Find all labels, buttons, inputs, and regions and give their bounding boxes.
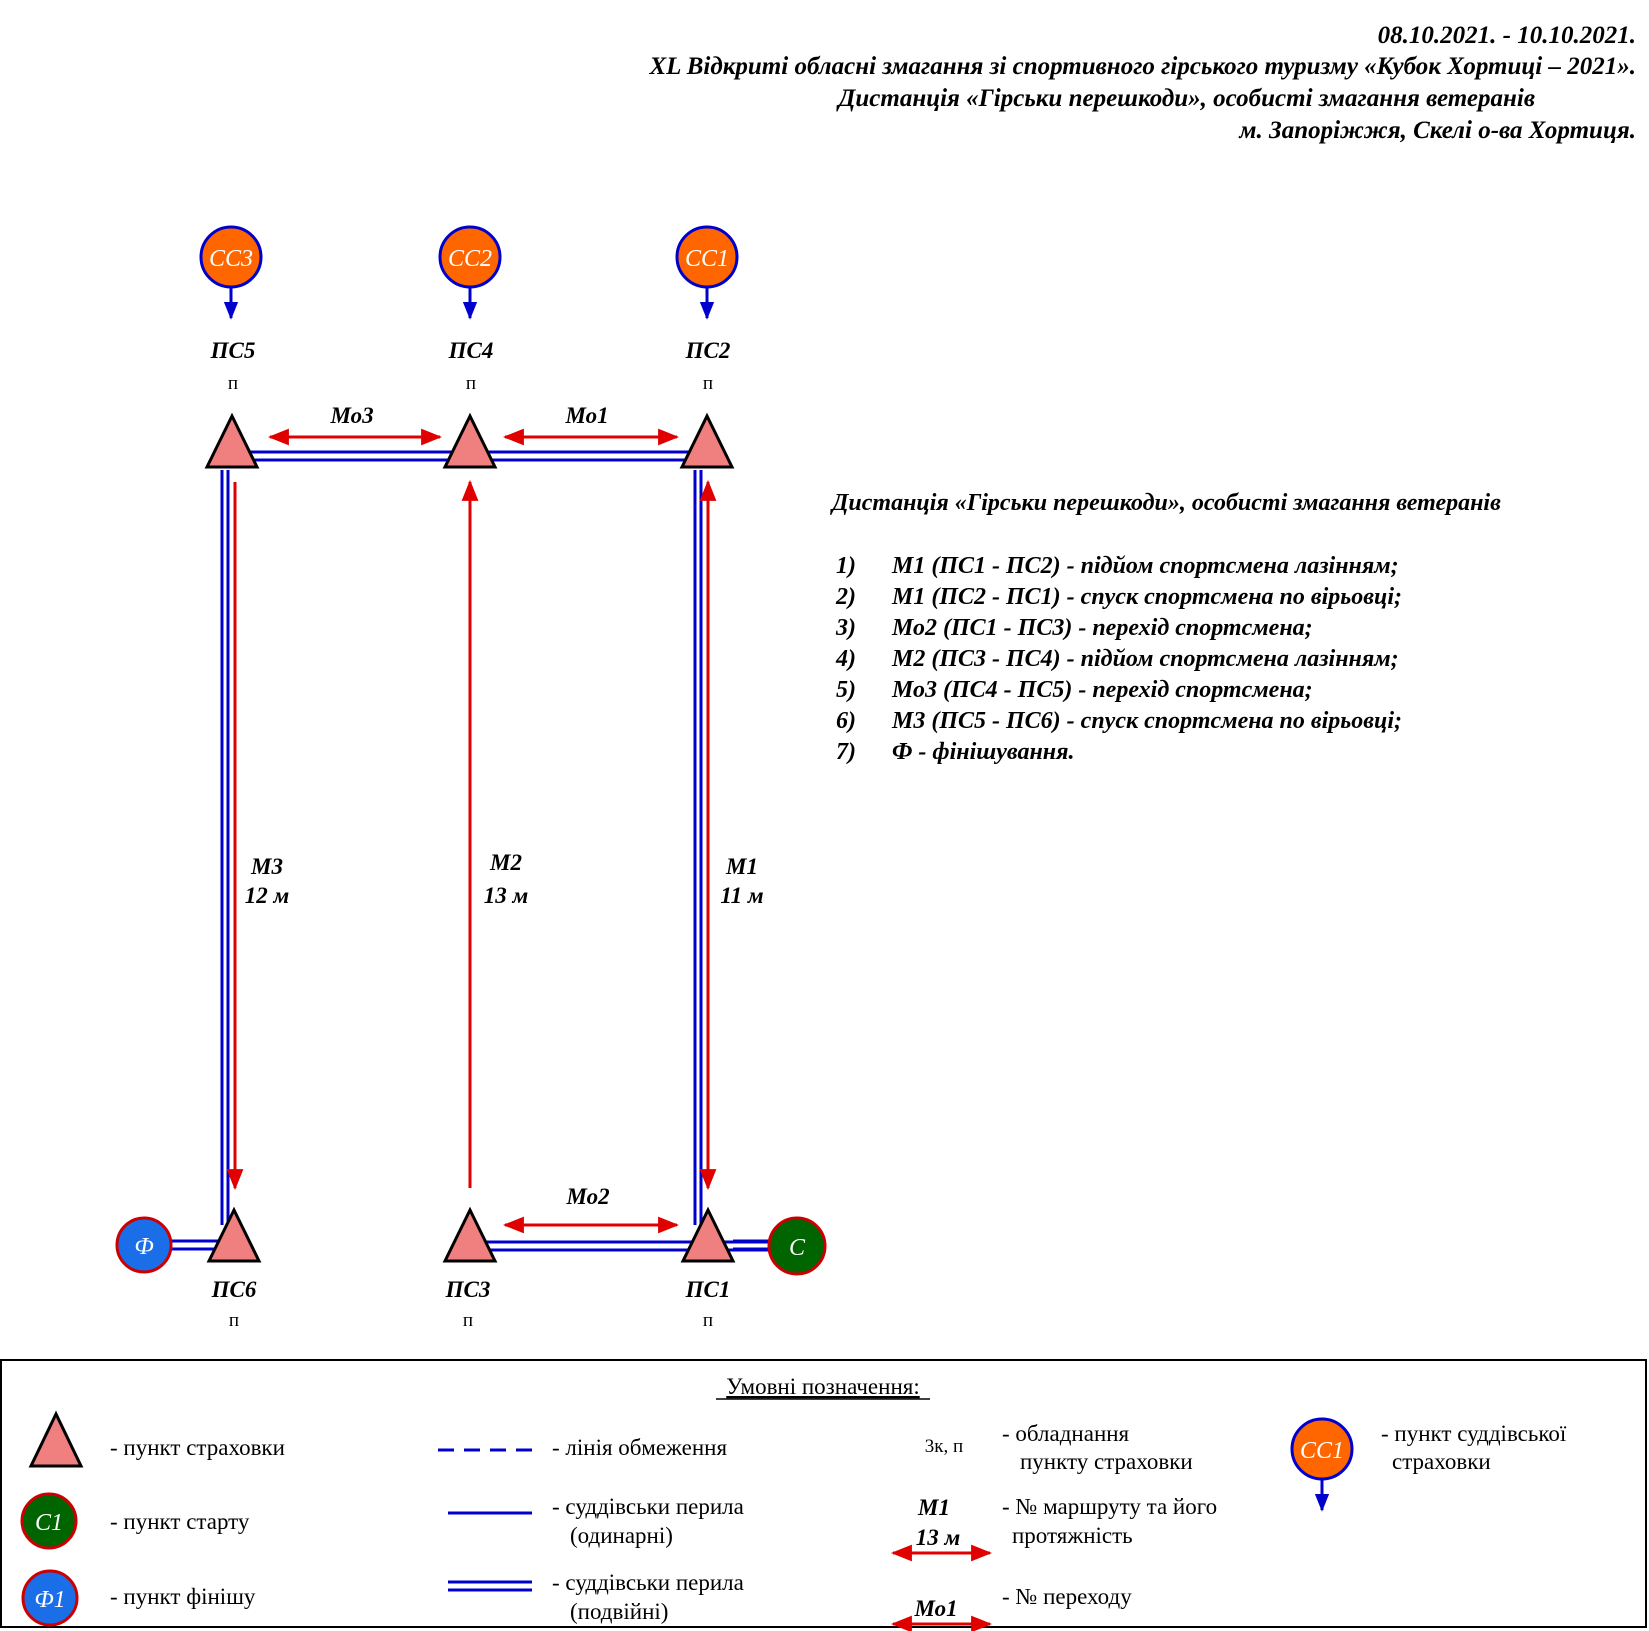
- legend-title: Умовні позначення:: [726, 1374, 919, 1399]
- judge-point-cc1: СС1: [675, 225, 739, 320]
- header-location: м. Запоріжжя, Скелі о-ва Хортиця.: [1238, 117, 1636, 144]
- legend-belay-label: - пункт страховки: [110, 1435, 285, 1460]
- legend-judge-label-2: страховки: [1392, 1449, 1491, 1474]
- legend-equip-label-1: - обладнання: [1002, 1421, 1130, 1446]
- belay-point-ps1: [680, 1206, 736, 1263]
- legend-route-label-2: протяжність: [1012, 1523, 1133, 1548]
- crossing-mo1-label: Мо1: [564, 403, 608, 428]
- description-item-num: 2): [835, 584, 856, 610]
- legend-crossing-label: - № переходу: [1002, 1584, 1132, 1609]
- description-item-text: М1 (ПС2 - ПС1) - спуск спортсмена по вір…: [891, 584, 1402, 610]
- legend-box: [0, 1359, 1647, 1628]
- station-ps4-equip: п: [466, 373, 476, 394]
- start-point: С: [733, 1216, 827, 1276]
- description-item-text: Мо2 (ПС1 - ПС3) - перехід спортсмена;: [891, 615, 1313, 641]
- legend-equip-label-2: пункту страховки: [1020, 1449, 1193, 1474]
- legend-restriction-label: - лінія обмеження: [552, 1435, 727, 1460]
- station-ps3-equip: п: [463, 1310, 473, 1331]
- legend-judge-symbol: СС1: [1290, 1417, 1354, 1512]
- rail-left-vertical: [220, 470, 230, 1225]
- legend-double-rail: [448, 1580, 532, 1592]
- legend-start-symbol: С1: [20, 1492, 78, 1550]
- description-item-num: 6): [836, 708, 856, 734]
- description-item-num: 4): [835, 646, 856, 672]
- station-ps6-label: ПС6: [211, 1277, 257, 1302]
- legend-start-label: - пункт старту: [110, 1509, 250, 1534]
- legend-single-rail-label-2: (одинарні): [570, 1523, 673, 1548]
- legend-route-sample-length: 13 м: [916, 1525, 961, 1550]
- svg-text:Ф1: Ф1: [34, 1587, 65, 1613]
- route-m3-length: 12 м: [245, 883, 290, 908]
- belay-point-ps2: [679, 412, 735, 469]
- rail-right-vertical: [693, 470, 703, 1225]
- description-item-num: 3): [835, 615, 856, 641]
- belay-point-ps6: [206, 1206, 262, 1263]
- route-m3-name: М3: [250, 854, 283, 879]
- station-ps1-equip: п: [703, 1310, 713, 1331]
- belay-point-ps5: [204, 412, 260, 469]
- crossing-mo2-label: Мо2: [565, 1184, 609, 1209]
- station-ps4-label: ПС4: [448, 338, 494, 363]
- svg-text:СС3: СС3: [209, 246, 253, 272]
- station-ps5-equip: п: [228, 373, 238, 394]
- legend-belay-triangle: [28, 1410, 84, 1468]
- station-ps5-label: ПС5: [210, 338, 256, 363]
- route-m1-name: М1: [725, 854, 758, 879]
- description-item-text: Мо3 (ПС4 - ПС5) - перехід спортсмена;: [891, 677, 1313, 703]
- legend-finish-label: - пункт фінішу: [110, 1584, 256, 1609]
- header-distance: Дистанція «Гірськи перешкоди», особисті …: [836, 85, 1535, 112]
- legend-crossing-sample: Мо1: [913, 1596, 957, 1621]
- description-item-num: 5): [836, 677, 856, 703]
- route-m1-length: 11 м: [720, 883, 763, 908]
- description-title: Дистанція «Гірськи перешкоди», особисті …: [830, 490, 1501, 516]
- svg-text:С: С: [789, 1235, 806, 1261]
- legend-double-rail-label-1: - суддівськи перила: [552, 1570, 744, 1595]
- belay-point-ps3: [442, 1206, 498, 1263]
- legend-route-label-1: - № маршруту та його: [1002, 1494, 1217, 1519]
- svg-text:СС1: СС1: [1300, 1438, 1344, 1464]
- description-item-text: М1 (ПС1 - ПС2) - підйом спортсмена лазін…: [891, 553, 1399, 579]
- station-ps2-equip: п: [703, 373, 713, 394]
- station-ps1-label: ПС1: [685, 1277, 731, 1302]
- header-competition: XL Відкриті обласні змагання зі спортивн…: [648, 53, 1636, 80]
- belay-point-ps4: [442, 412, 498, 469]
- judge-point-cc2: СС2: [438, 225, 502, 320]
- route-m2-name: М2: [489, 850, 522, 875]
- route-m2-length: 13 м: [484, 883, 529, 908]
- description-item-text: М3 (ПС5 - ПС6) - спуск спортсмена по вір…: [891, 708, 1402, 734]
- description-item-num: 1): [836, 553, 856, 579]
- svg-text:Ф: Ф: [134, 1234, 153, 1260]
- finish-point: Ф: [115, 1216, 173, 1274]
- legend-judge-label-1: - пункт суддівської: [1381, 1421, 1567, 1446]
- legend-equip-sample: 3к, п: [925, 1436, 963, 1457]
- svg-text:СС1: СС1: [685, 246, 729, 272]
- header-dates: 08.10.2021. - 10.10.2021.: [1378, 22, 1636, 49]
- crossing-mo3-label: Мо3: [329, 403, 373, 428]
- svg-text:СС2: СС2: [448, 246, 492, 272]
- station-ps3-label: ПС3: [445, 1277, 491, 1302]
- legend-single-rail-label-1: - суддівськи перила: [552, 1494, 744, 1519]
- svg-text:С1: С1: [35, 1510, 63, 1536]
- description-item-text: М2 (ПС3 - ПС4) - підйом спортсмена лазін…: [891, 646, 1399, 672]
- station-ps6-equip: п: [229, 1310, 239, 1331]
- legend-finish-symbol: Ф1: [21, 1569, 79, 1627]
- description-item-text: Ф - фінішування.: [892, 739, 1074, 765]
- legend-double-rail-label-2: (подвійні): [570, 1599, 668, 1624]
- description-item-num: 7): [836, 739, 856, 765]
- description-list: 1) М1 (ПС1 - ПС2) - підйом спортсмена ла…: [835, 553, 1402, 765]
- station-ps2-label: ПС2: [685, 338, 731, 363]
- legend-route-sample-name: М1: [917, 1495, 950, 1520]
- judge-point-cc3: СС3: [199, 225, 263, 320]
